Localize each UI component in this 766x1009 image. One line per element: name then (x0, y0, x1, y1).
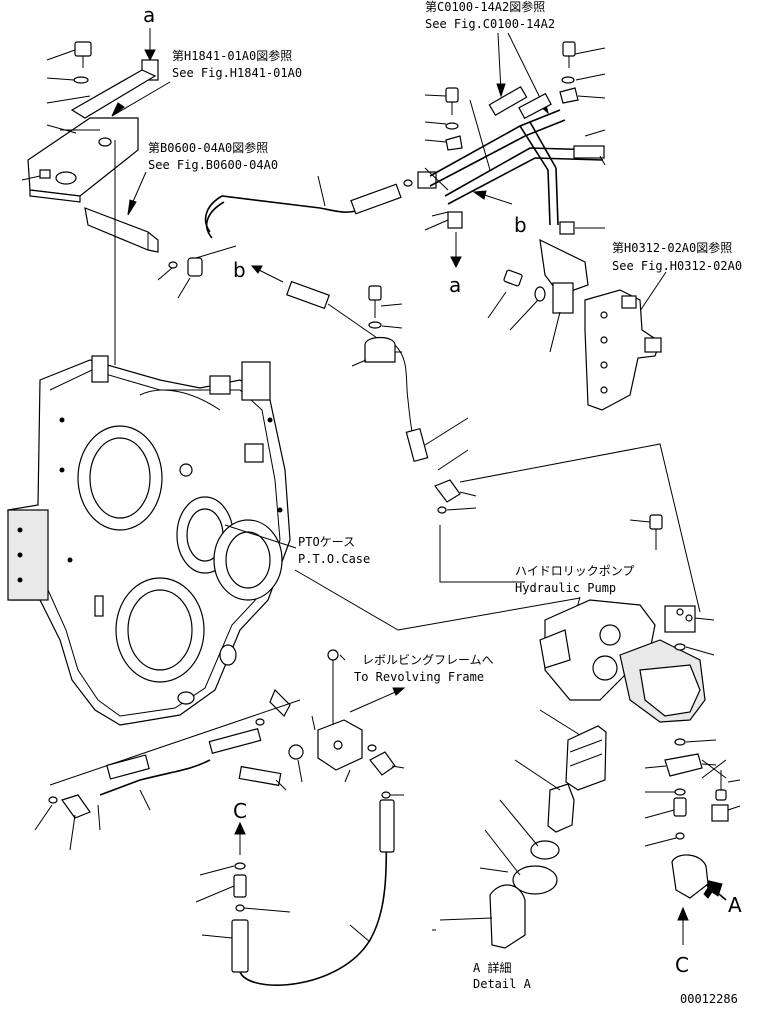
ref-h0312-en: See Fig.H0312-02A0 (612, 259, 742, 273)
marker-c-left: C (233, 799, 247, 855)
callout-c0100: 第C0100-14A2図参照 See Fig.C0100-14A2 (425, 0, 555, 115)
ref-b0600-jp: 第B0600-04A0図参照 (148, 140, 268, 155)
pto-label: PTOケース P.T.O.Case (224, 524, 370, 566)
callout-b0600: 第B0600-04A0図参照 See Fig.B0600-04A0 (127, 140, 278, 216)
lower-left-hose-run (34, 699, 301, 851)
frame-jp: レボルビングフレームへ (362, 653, 494, 667)
hydraulic-pump: ハイドロリックポンプ Hydraulic Pump (515, 514, 715, 723)
marker-c-right-label: C (675, 953, 689, 977)
drawing-number: 00012286 (680, 992, 738, 1006)
bottom-c-fittings (195, 799, 436, 986)
ref-h0312-jp: 第H0312-02A0図参照 (612, 240, 732, 255)
marker-a-top-label: a (143, 3, 155, 27)
right-small-parts-stack (644, 738, 741, 899)
center-hose-clamp (286, 280, 477, 514)
top-left-bracket-assembly (21, 41, 159, 203)
marker-a-top: a (143, 3, 156, 62)
marker-a-bottom-label: a (449, 273, 461, 297)
detail-a-jp: A 詳細 (473, 960, 511, 975)
pto-case-en: P.T.O.Case (298, 552, 370, 566)
hose-top (204, 171, 437, 239)
right-bracket-assembly (487, 238, 662, 411)
marker-a-bottom: a (449, 232, 462, 297)
pump-en: Hydraulic Pump (515, 581, 616, 595)
support-block (84, 140, 237, 365)
detail-a-en: Detail A (473, 977, 532, 991)
marker-big-a-label: A (728, 893, 742, 917)
frame-en: To Revolving Frame (354, 670, 484, 684)
marker-b-right: b (472, 190, 527, 237)
pump-jp: ハイドロリックポンプ (515, 564, 634, 578)
marker-c-right: C (675, 906, 689, 977)
ref-c0100-en: See Fig.C0100-14A2 (425, 17, 555, 31)
revolving-frame-group: レボルビングフレームへ To Revolving Frame (238, 649, 494, 799)
ref-h1841-en: See Fig.H1841-01A0 (172, 66, 302, 80)
pto-case-jp: PTOケース (298, 535, 355, 549)
callout-h1841: 第H1841-01A0図参照 See Fig.H1841-01A0 (111, 48, 302, 117)
ref-h1841-jp: 第H1841-01A0図参照 (172, 48, 292, 63)
pto-case (7, 355, 291, 726)
marker-b-left: b (233, 258, 284, 283)
ref-c0100-jp: 第C0100-14A2図参照 (425, 0, 545, 14)
ref-b0600-en: See Fig.B0600-04A0 (148, 158, 278, 172)
marker-b-left-label: b (233, 258, 246, 282)
marker-c-left-label: C (233, 799, 247, 823)
routing-lines (294, 443, 701, 631)
filter-adapter-parts: A 詳細 Detail A (439, 709, 607, 991)
marker-b-right-label: b (514, 213, 527, 237)
top-right-tubes-assembly (424, 41, 606, 235)
marker-big-a: A (703, 879, 742, 917)
